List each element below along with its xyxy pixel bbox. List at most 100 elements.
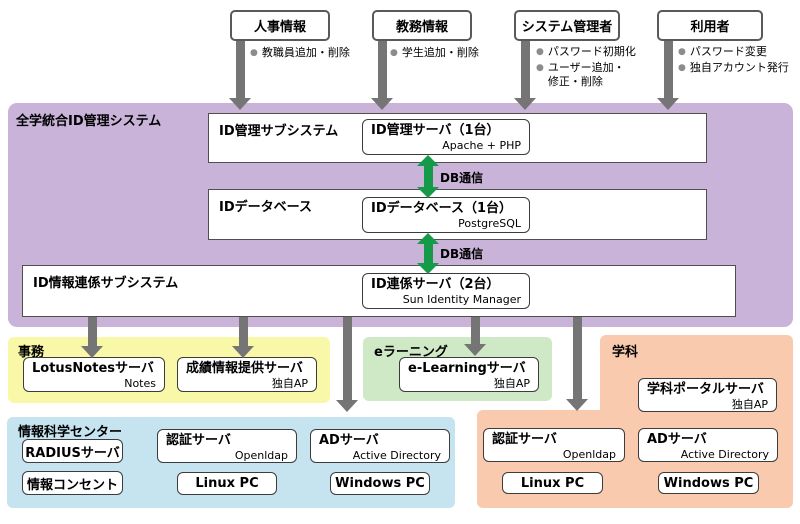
server-tech: Active Directory [352,449,441,462]
down-arrow-to-gakka-zone [566,317,588,411]
source-box-personnel: 人事情報 [230,10,330,41]
bullet-text: 学生追加・削除 [401,46,479,59]
bullet-text: パスワード初期化 [547,45,636,58]
bullet-dot-icon: ● [678,63,686,73]
server-tech: 独自AP [271,377,308,390]
db-link-label: DB通信 [440,171,484,185]
server-gakka-portal: 学科ポータルサーバ 独自AP [638,378,777,412]
server-name: IDデータベース（1台） [371,201,513,216]
source-label: 人事情報 [253,20,306,35]
down-arrow-sysadmin [514,41,536,110]
server-elearning: e-Learningサーバ 独自AP [399,357,539,392]
bullet-item: ● 独自アカウント発行 [678,61,798,75]
source-label: システム管理者 [521,20,613,35]
source-bullets-academic: ● 学生追加・削除 [390,46,510,62]
source-box-academic: 教務情報 [372,10,472,41]
source-bullets-user: ● パスワード変更 ● 独自アカウント発行 [678,45,798,77]
arrow-head-icon [657,98,679,110]
panel-label: ID管理サブシステム [219,124,339,139]
server-name: ID連係サーバ（2台） [371,277,500,292]
arrow-head-icon [81,346,103,358]
down-arrow-user [657,41,679,110]
server-tech: Apache + PHP [442,139,521,152]
server-tech: 独自AP [493,377,530,390]
server-tech: 独自AP [731,398,768,411]
server-ad-center: ADサーバ Active Directory [310,429,450,463]
bullet-text: 独自アカウント発行 [689,61,789,74]
bullet-dot-icon: ● [536,47,544,57]
source-bullets-sysadmin: ● パスワード初期化 ● ユーザー追加・ 修正・削除 [536,45,652,91]
bullet-dot-icon: ● [390,48,398,58]
bullet-item: ● パスワード変更 [678,45,798,59]
bullet-text: パスワード変更 [689,45,767,58]
arrow-head-icon [229,98,251,110]
server-tech: Openldap [234,449,288,462]
server-id-management: ID管理サーバ（1台） Apache + PHP [362,119,530,155]
server-tech: Active Directory [680,448,769,461]
source-bullets-personnel: ● 教職員追加・削除 [250,46,380,62]
box-linux-pc-center: Linux PC [177,472,277,495]
down-arrow-to-elearning [464,317,486,356]
box-windows-pc-center: Windows PC [330,472,430,495]
server-name: 学科ポータルサーバ [647,382,764,397]
down-arrow-to-grade-server [232,317,254,358]
source-label: 利用者 [690,20,730,35]
down-arrow-personnel [229,41,251,110]
zone-elearning-label: eラーニング [374,345,448,360]
server-name: LotusNotesサーバ [32,361,154,376]
bullet-item: ● ユーザー追加・ 修正・削除 [536,61,652,89]
db-link-label: DB通信 [440,247,484,261]
panel-label: ID情報連係サブシステム [33,276,179,291]
box-linux-pc-gakka: Linux PC [502,472,603,494]
bullet-text: ユーザー追加・ 修正・削除 [547,61,625,88]
arrow-head-icon [566,399,588,411]
server-auth-center: 認証サーバ Openldap [157,429,297,463]
server-name: ID管理サーバ（1台） [371,123,500,138]
arrow-head-icon [232,346,254,358]
bullet-dot-icon: ● [250,48,258,58]
server-tech: Notes [124,377,156,390]
db-link-arrow [417,155,439,198]
server-lotusnotes: LotusNotesサーバ Notes [23,357,165,392]
down-arrow-academic [371,41,393,110]
bullet-item: ● パスワード初期化 [536,45,652,59]
arrow-head-icon [514,98,536,110]
source-label: 教務情報 [395,20,448,35]
server-name: 成績情報提供サーバ [186,361,303,376]
source-box-sysadmin: システム管理者 [514,10,620,41]
bullet-text: 教職員追加・削除 [261,46,350,59]
server-name: 認証サーバ [166,433,231,448]
zone-gakka-label: 学科 [612,345,639,360]
bullet-item: ● 学生追加・削除 [390,46,510,60]
zone-jimu-label: 事務 [18,345,45,360]
server-name: 認証サーバ [492,432,557,447]
server-id-link: ID連係サーバ（2台） Sun Identity Manager [362,273,530,309]
source-box-user: 利用者 [657,10,763,41]
panel-label: IDデータベース [219,200,312,215]
region-title: 全学統合ID管理システム [16,114,162,129]
arrow-up-head-icon [417,155,439,166]
arrow-up-head-icon [417,233,439,244]
arrow-head-icon [464,344,486,356]
server-id-database: IDデータベース（1台） PostgreSQL [362,197,530,233]
down-arrow-to-lotusnotes [81,317,103,358]
server-grade-info: 成績情報提供サーバ 独自AP [177,357,317,392]
bullet-dot-icon: ● [536,63,544,73]
server-ad-gakka: ADサーバ Active Directory [638,428,778,462]
arrow-down-head-icon [417,263,439,274]
server-name: e-Learningサーバ [408,361,526,376]
server-name: ADサーバ [319,433,379,448]
server-tech: Openldap [562,448,616,461]
server-auth-gakka: 認証サーバ Openldap [483,428,625,462]
down-arrow-to-center-zone [336,317,358,412]
arrow-head-icon [371,98,393,110]
arrow-head-icon [336,400,358,412]
zone-center-label: 情報科学センター [18,425,123,440]
bullet-item: ● 教職員追加・削除 [250,46,380,60]
arrow-down-head-icon [417,187,439,198]
server-tech: PostgreSQL [458,217,521,230]
server-tech: Sun Identity Manager [402,293,521,306]
box-info-outlet: 情報コンセント [22,471,123,495]
bullet-dot-icon: ● [678,47,686,57]
